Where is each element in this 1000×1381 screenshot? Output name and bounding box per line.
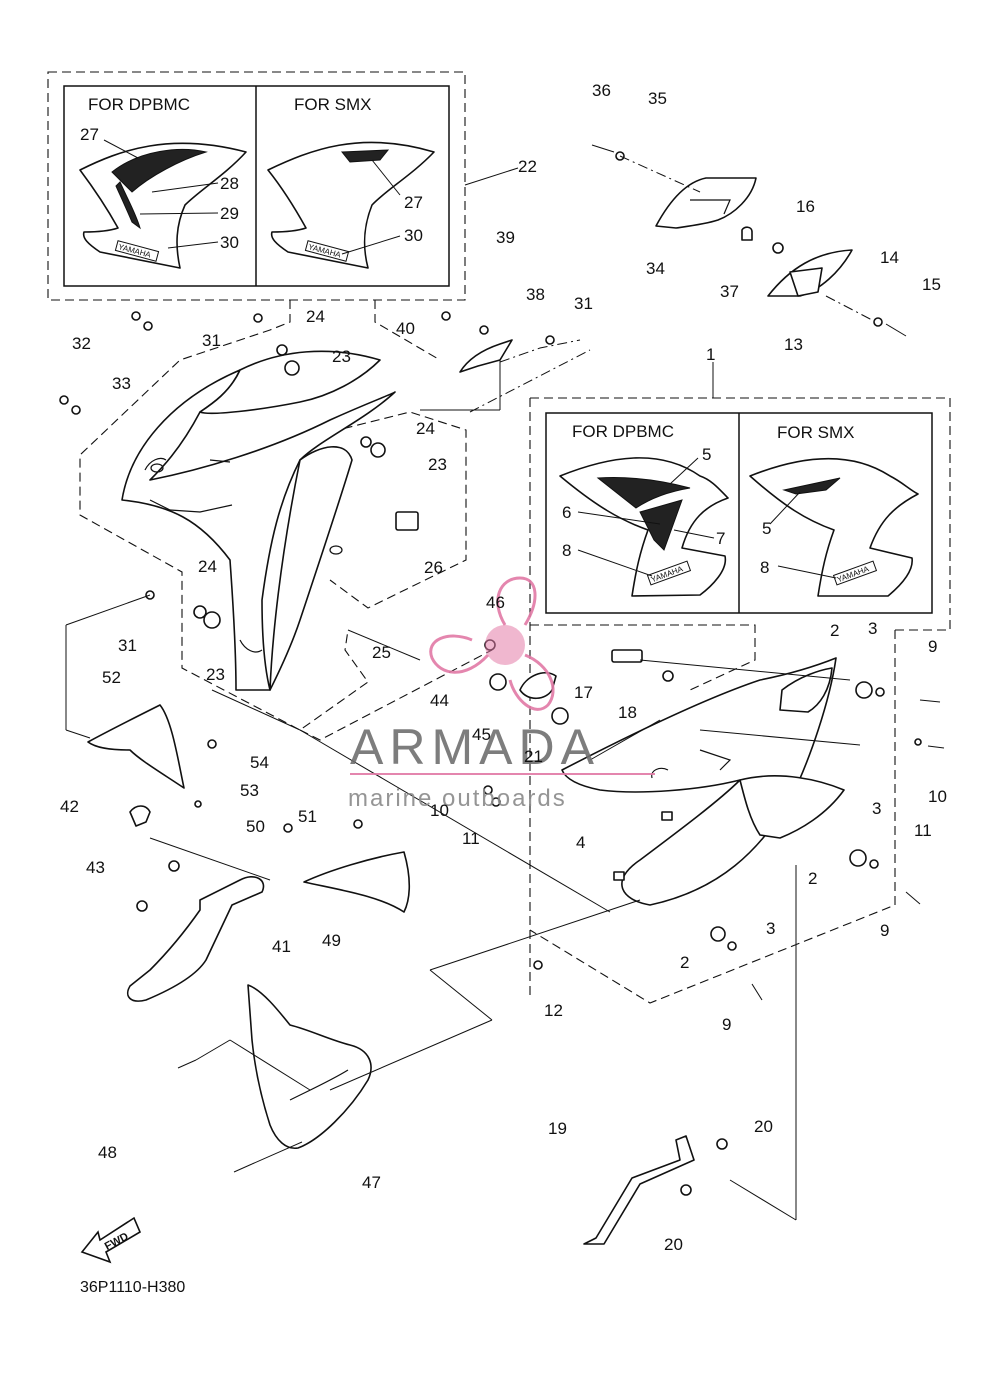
- part-13-cover: [767, 249, 853, 297]
- callout-53: 53: [240, 781, 259, 800]
- callout-32: 32: [72, 334, 91, 353]
- callout-26: 26: [424, 558, 443, 577]
- inset-top-decals: FOR DPBMC FOR SMX YAMAHA YAMAHA: [47, 71, 519, 301]
- callout-5-2: 5: [762, 519, 771, 538]
- callout-24-3: 24: [198, 557, 217, 576]
- callout-27: 27: [80, 125, 99, 144]
- stripe-decal-shape: [111, 148, 208, 193]
- callout-36: 36: [592, 81, 611, 100]
- fwd-arrow-icon: FWD: [80, 1216, 142, 1264]
- callout-labels: 1222333455678899910101111121314151617181…: [60, 81, 947, 1254]
- callout-11: 11: [914, 821, 932, 840]
- assembly-outlines: [79, 300, 951, 1004]
- callout-23-3: 23: [206, 665, 225, 684]
- callout-10-2: 10: [430, 801, 449, 820]
- callout-43: 43: [86, 858, 105, 877]
- propeller-logo: [429, 576, 555, 711]
- callout-1: 1: [706, 345, 715, 364]
- callout-28: 28: [220, 174, 239, 193]
- fwd-label: FWD: [103, 1230, 131, 1252]
- callout-40: 40: [396, 319, 415, 338]
- callout-47: 47: [362, 1173, 381, 1192]
- callout-54: 54: [250, 753, 269, 772]
- diagram-code: 36P1110-H380: [80, 1279, 185, 1296]
- callout-10: 10: [928, 787, 947, 806]
- inset-top-left-header: FOR DPBMC: [88, 95, 190, 114]
- callout-27-2: 27: [404, 193, 423, 212]
- callout-16: 16: [796, 197, 815, 216]
- callout-44: 44: [430, 691, 449, 710]
- callout-39: 39: [496, 228, 515, 247]
- callout-30-2: 30: [404, 226, 423, 245]
- callout-20-2: 20: [664, 1235, 683, 1254]
- callout-3-2: 3: [872, 799, 881, 818]
- watermark-brand: ARMADA: [350, 719, 600, 775]
- inset-right-left-header: FOR DPBMC: [572, 422, 674, 441]
- callout-22: 22: [518, 157, 537, 176]
- callout-34: 34: [646, 259, 665, 278]
- callout-50: 50: [246, 817, 265, 836]
- lower-right-cowling: [561, 657, 845, 906]
- callout-9-3: 9: [722, 1015, 731, 1034]
- callout-9: 9: [928, 637, 937, 656]
- fasteners: [59, 144, 945, 1245]
- callout-49: 49: [322, 931, 341, 950]
- callout-7: 7: [716, 529, 725, 548]
- callout-46: 46: [486, 593, 505, 612]
- callout-45: 45: [472, 725, 491, 744]
- callout-23-2: 23: [428, 455, 447, 474]
- callout-3: 3: [868, 619, 877, 638]
- callout-8: 8: [562, 541, 571, 560]
- callout-52: 52: [102, 668, 121, 687]
- inset-top-right-header: FOR SMX: [294, 95, 371, 114]
- callout-3-3: 3: [766, 919, 775, 938]
- callout-2: 2: [830, 621, 839, 640]
- part-34-bracket: [655, 177, 757, 241]
- callout-48: 48: [98, 1143, 117, 1162]
- callout-11-2: 11: [462, 829, 480, 848]
- callout-15: 15: [922, 275, 941, 294]
- side-cowl-decal-smx-shape: [267, 141, 435, 269]
- callout-2-3: 2: [680, 953, 689, 972]
- callout-24: 24: [306, 307, 325, 326]
- reference-lines: [65, 360, 861, 1221]
- callout-29: 29: [220, 204, 239, 223]
- callout-23: 23: [332, 347, 351, 366]
- callout-8-2: 8: [760, 558, 769, 577]
- callout-18: 18: [618, 703, 637, 722]
- callout-5: 5: [702, 445, 711, 464]
- callout-21: 21: [524, 747, 543, 766]
- callout-12: 12: [544, 1001, 563, 1020]
- callout-33: 33: [112, 374, 131, 393]
- callout-30: 30: [220, 233, 239, 252]
- callout-38: 38: [526, 285, 545, 304]
- callout-14: 14: [880, 248, 899, 267]
- callout-2-2: 2: [808, 869, 817, 888]
- callout-31-2: 31: [574, 294, 593, 313]
- callout-17: 17: [574, 683, 593, 702]
- inset-right-right-header: FOR SMX: [777, 423, 854, 442]
- callout-51: 51: [298, 807, 317, 826]
- callout-9-2: 9: [880, 921, 889, 940]
- callout-6: 6: [562, 503, 571, 522]
- callout-41: 41: [272, 937, 291, 956]
- callout-37: 37: [720, 282, 739, 301]
- main-side-cowling: [121, 350, 396, 691]
- callout-25: 25: [372, 643, 391, 662]
- callout-4: 4: [576, 833, 585, 852]
- callout-13: 13: [784, 335, 803, 354]
- watermark: ARMADA marine outboards: [348, 576, 655, 812]
- callout-31-3: 31: [118, 636, 137, 655]
- callout-20: 20: [754, 1117, 773, 1136]
- callout-19: 19: [548, 1119, 567, 1138]
- callout-42: 42: [60, 797, 79, 816]
- callout-31: 31: [202, 331, 221, 350]
- callout-35: 35: [648, 89, 667, 108]
- watermark-tagline: marine outboards: [348, 785, 567, 812]
- callout-24-2: 24: [416, 419, 435, 438]
- inset-right-decals: FOR DPBMC FOR SMX YAMAHA YAMAHA: [529, 362, 951, 1000]
